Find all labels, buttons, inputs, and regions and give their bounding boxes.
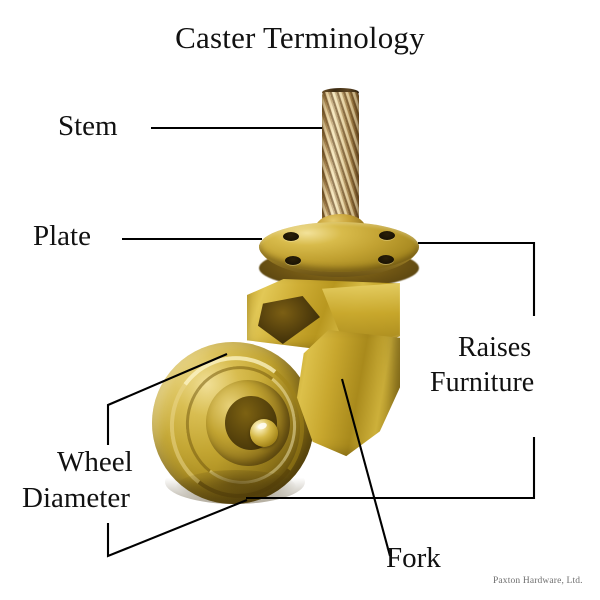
label-plate: Plate xyxy=(33,220,91,252)
wheel-contact-shadow xyxy=(176,470,296,504)
label-stem: Stem xyxy=(58,110,118,142)
label-wheel: Wheel xyxy=(57,446,133,478)
label-fork: Fork xyxy=(386,542,441,574)
credit-text: Paxton Hardware, Ltd. xyxy=(493,576,583,586)
label-raises: Raises xyxy=(458,332,532,363)
label-furniture: Furniture xyxy=(430,367,535,398)
plate-bolt-hole xyxy=(285,256,301,265)
label-diameter: Diameter xyxy=(22,482,130,514)
plate-bolt-hole xyxy=(379,231,395,240)
plate-part xyxy=(259,222,419,272)
plate-bolt-hole xyxy=(283,232,299,241)
page-title: Caster Terminology xyxy=(175,20,425,55)
stem-part xyxy=(322,92,359,234)
plate-bolt-hole xyxy=(378,255,394,264)
